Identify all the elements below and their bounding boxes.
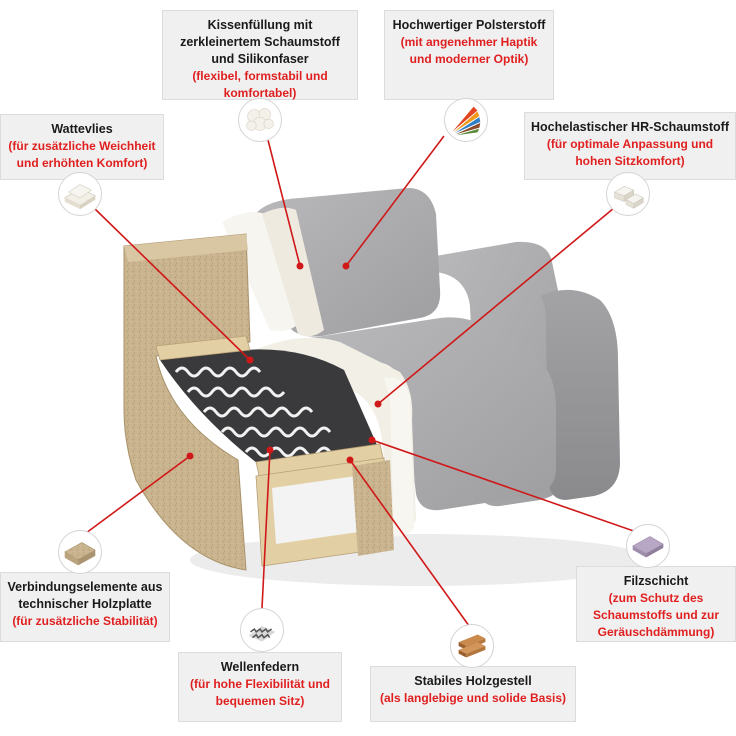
leader-dots: [186, 262, 382, 464]
frame-chipboard-corner: [352, 460, 394, 556]
callout-title: Verbindungselemente aus technischer Holz…: [7, 580, 163, 611]
leader-kissenfuellung: [267, 139, 301, 267]
side-panel-edge: [124, 234, 248, 262]
felt-layer-icon: [626, 524, 670, 568]
armrest-front: [540, 289, 620, 500]
callout-subtitle: (für optimale Anpassung und hohen Sitzko…: [546, 137, 714, 168]
callout-filzschicht: Filzschicht (zum Schutz des Schaumstoffs…: [576, 566, 736, 642]
leader-wellenfedern: [261, 449, 271, 609]
callout-title: Hochelastischer HR-Schaumstoff: [531, 120, 729, 134]
leader-polsterstoff: [345, 135, 445, 267]
spring-bay: [160, 349, 380, 470]
callout-wattevlies: Wattevlies (für zusätzliche Weichheit un…: [0, 114, 164, 180]
callout-subtitle: (flexibel, formstabil und komfortabel): [192, 69, 328, 100]
foam-blocks-icon: [606, 172, 650, 216]
callout-title: Stabiles Holzgestell: [414, 674, 532, 688]
callout-title: Wellenfedern: [220, 660, 300, 674]
leader-filzschicht: [371, 439, 649, 537]
leader-hr-schaumstoff: [377, 207, 615, 405]
callout-holzgestell: Stabiles Holzgestell (als langlebige und…: [370, 666, 576, 722]
chipboard-icon: [58, 530, 102, 574]
wood-planks-icon: [450, 624, 494, 668]
callout-subtitle: (für zusätzliche Weichheit und erhöhten …: [8, 139, 156, 170]
callout-subtitle: (zum Schutz des Schaumstoffs und zur Ger…: [592, 591, 719, 639]
callout-wellenfedern: Wellenfedern (für hohe Flexibilität und …: [178, 652, 342, 722]
seat-cushion: [310, 317, 556, 511]
callout-title: Hochwertiger Polsterstoff: [392, 18, 546, 32]
leader-holzgestell: [349, 459, 473, 631]
callout-polsterstoff: Hochwertiger Polsterstoff (mit angenehme…: [384, 10, 554, 100]
seat-front-wadding: [384, 377, 414, 537]
seat-foam-cut: [250, 337, 416, 532]
leader-lines: [81, 135, 649, 631]
leader-wattevlies: [93, 207, 251, 361]
zigzag-spring-icon: [240, 608, 284, 652]
wave-springs: [174, 366, 344, 458]
callout-subtitle: (als langlebige und solide Basis): [379, 691, 567, 705]
callout-title: Filzschicht: [623, 574, 689, 588]
frame-inner-opening: [272, 474, 372, 544]
wadding-icon: [58, 172, 102, 216]
frame-top-rail: [155, 335, 251, 361]
callout-title: Kissenfüllung mit zerkleinertem Schaumst…: [180, 18, 340, 66]
callout-subtitle: (für hohe Flexibilität und bequemen Sitz…: [190, 677, 330, 708]
callout-kissenfuellung: Kissenfüllung mit zerkleinertem Schaumst…: [162, 10, 358, 100]
callout-title: Wattevlies: [51, 122, 113, 136]
shredded-foam-icon: [238, 98, 282, 142]
backrest-foam-cut: [262, 207, 324, 337]
fabric-swatches-icon: [444, 98, 488, 142]
callout-hr-schaumstoff: Hochelastischer HR-Schaumstoff (für opti…: [524, 112, 736, 180]
leader-holzplatte: [81, 455, 191, 537]
callout-subtitle: (für zusätzliche Stabilität): [12, 614, 158, 628]
callout-holzplatte: Verbindungselemente aus technischer Holz…: [0, 572, 170, 642]
side-panel-chipboard: [123, 233, 251, 571]
callout-subtitle: (mit angenehmer Haptik und moderner Opti…: [400, 35, 538, 66]
